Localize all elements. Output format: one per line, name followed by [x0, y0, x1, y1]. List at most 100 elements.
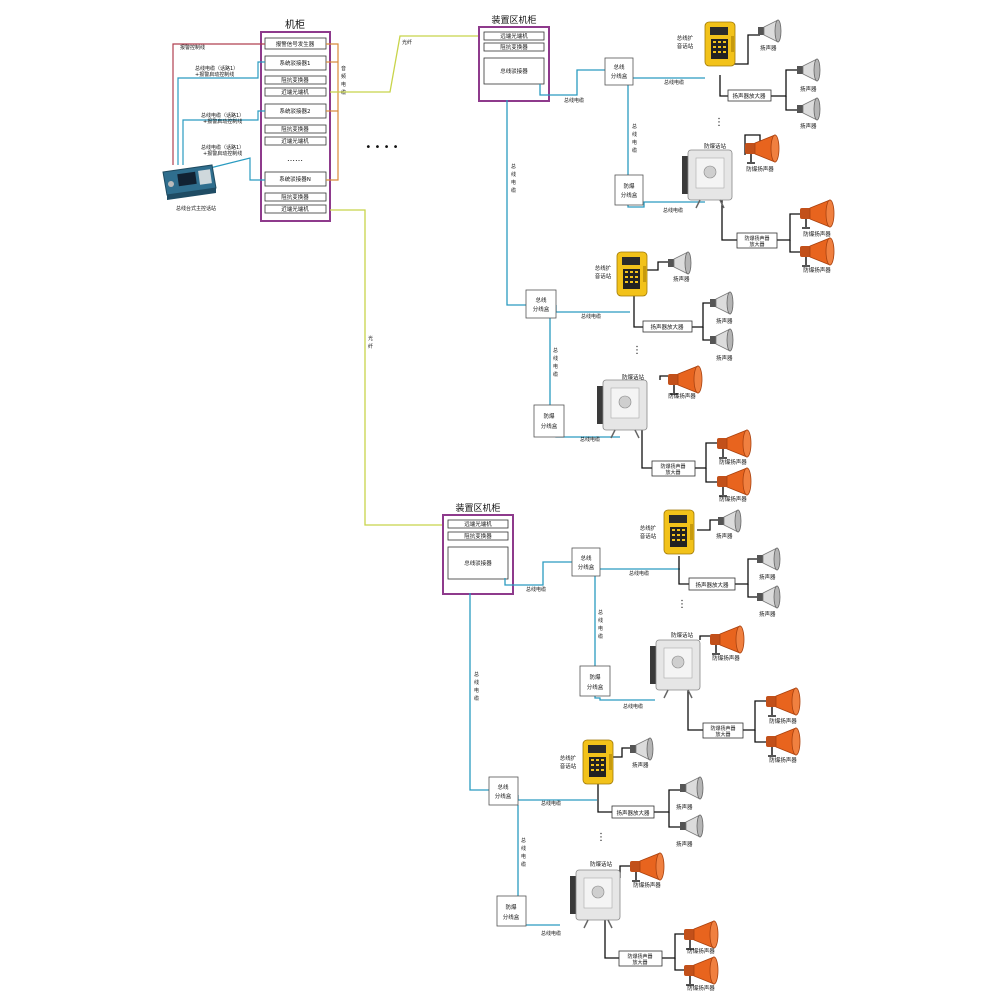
svg-text:总线: 总线: [580, 554, 592, 562]
ex-station-label: 防爆话站: [622, 373, 645, 381]
svg-text:装置区机柜: 装置区机柜: [455, 502, 500, 514]
svg-text:电: 电: [511, 179, 516, 186]
svg-text:装置区机柜: 装置区机柜: [491, 14, 536, 26]
ex-speaker-icon: [683, 920, 719, 950]
ex-amp: 防爆扬声器 放大器: [736, 232, 778, 249]
ex-amp: 防爆扬声器 放大器: [618, 950, 663, 967]
ex-station: [649, 639, 701, 699]
svg-text:缆: 缆: [632, 147, 637, 154]
speaker-label: 扬声器: [800, 122, 817, 130]
bus-pa-station: [582, 739, 614, 785]
speaker-icon: [796, 97, 821, 121]
svg-text:防爆: 防爆: [589, 673, 601, 681]
ex-speaker-label: 防爆扬声器: [687, 984, 715, 992]
svg-text:阻抗变换器: 阻抗变换器: [500, 43, 528, 51]
speaker-wires: [597, 34, 803, 971]
svg-text:总: 总: [598, 609, 603, 616]
bus-label-4: 总线电缆: [581, 313, 601, 320]
svg-text:总: 总: [632, 123, 637, 130]
svg-text:防爆: 防爆: [505, 903, 517, 911]
svg-text:远端光端机: 远端光端机: [500, 32, 528, 40]
console-bus2-line1: 总线电缆（话路1）: [201, 112, 244, 119]
ex-speaker-label: 防爆扬声器: [668, 392, 696, 400]
ex-speaker-icon: [629, 852, 665, 882]
bus-label-9: 总线电缆: [541, 800, 561, 807]
bus-pa-station-label: 总线扩: [560, 754, 577, 762]
speaker-icon: [679, 814, 704, 838]
ex-speaker-icon: [716, 467, 752, 497]
cabinet-ellipsis: ……: [287, 154, 303, 163]
cabinet-row-adapter-2: 系统驳接器2: [280, 107, 311, 115]
svg-text:分线盒: 分线盒: [587, 683, 604, 691]
svg-text:音话站: 音话站: [595, 272, 612, 280]
svg-text:分线盒: 分线盒: [621, 191, 638, 199]
console-lines: [172, 43, 265, 181]
console-device: [162, 164, 217, 200]
svg-text:电: 电: [598, 625, 603, 632]
svg-text:远端光端机: 远端光端机: [464, 520, 492, 528]
svg-text:电: 电: [632, 139, 637, 146]
svg-text:放大器: 放大器: [749, 241, 764, 248]
speaker-label: 扬声器: [800, 85, 817, 93]
bus-pa-station: [704, 21, 736, 67]
svg-text:缆: 缆: [598, 633, 603, 640]
svg-text:放大器: 放大器: [665, 469, 680, 476]
svg-text:线: 线: [632, 131, 637, 138]
ex-speaker-icon: [716, 429, 752, 459]
svg-text:线: 线: [553, 355, 558, 362]
speaker-icon: [667, 251, 692, 275]
svg-text:总: 总: [521, 837, 526, 844]
svg-text:防爆扬声器: 防爆扬声器: [710, 725, 735, 732]
ex-speaker-label: 防爆扬声器: [687, 947, 715, 955]
svg-text:缆: 缆: [521, 861, 526, 868]
speaker-label: 扬声器: [760, 44, 777, 52]
cabinet-row-optical-n: 近端光端机: [281, 205, 309, 213]
svg-text:分线盒: 分线盒: [533, 305, 550, 313]
ex-amp: 防爆扬声器 放大器: [702, 722, 744, 739]
speaker-icon: [709, 291, 734, 315]
svg-text:总线驳接器: 总线驳接器: [500, 67, 528, 75]
svg-text:线: 线: [521, 845, 526, 852]
cabinet-row-optical-2: 近端光端机: [281, 137, 309, 145]
ex-speaker-icon: [765, 727, 801, 757]
junction-box: 总线 分线盒: [488, 776, 519, 806]
speaker-amp: 扬声器放大器: [611, 805, 655, 819]
speaker-icon: [756, 547, 781, 571]
bus-pa-station-label: 总线扩: [640, 524, 657, 532]
cabinet-row-adapter-1: 系统驳接器1: [280, 59, 311, 67]
ex-speaker-label: 防爆扬声器: [633, 881, 661, 889]
speaker-label: 扬声器: [676, 840, 693, 848]
svg-text:分线盒: 分线盒: [541, 422, 558, 430]
svg-text:防爆: 防爆: [623, 182, 635, 190]
speaker-label: 扬声器: [716, 354, 733, 362]
ex-speaker-label: 防爆扬声器: [803, 230, 831, 238]
svg-text:防爆: 防爆: [543, 412, 555, 420]
speaker-label: 扬声器: [759, 610, 776, 618]
ex-station-label: 防爆话站: [590, 860, 613, 868]
speaker-icon: [796, 58, 821, 82]
svg-text:电: 电: [521, 853, 526, 860]
dots-icon: ⋮: [714, 117, 724, 128]
alarm-line-label: 报警控制线: [180, 44, 205, 51]
ex-speaker-label: 防爆扬声器: [769, 756, 797, 764]
bus-label-1: 总线电缆: [664, 79, 684, 86]
speaker-label: 扬声器: [759, 573, 776, 581]
fiber-label-v2: 纤: [368, 343, 373, 350]
svg-text:总线: 总线: [497, 783, 509, 791]
ex-station: [681, 149, 733, 209]
bus-label-8: 总线电缆: [623, 703, 643, 710]
dots-icon: ⋮: [596, 832, 606, 843]
ex-junction-box: 防爆 分线盒: [579, 665, 611, 697]
speaker-icon: [756, 585, 781, 609]
console-bus1-line1: 总线电缆（话路1）: [195, 65, 238, 72]
ex-speaker-label: 防爆扬声器: [719, 495, 747, 503]
speaker-label: 扬声器: [716, 532, 733, 540]
bus-label-3: 总线电缆: [663, 207, 683, 214]
svg-text:防爆扬声器: 防爆扬声器: [744, 235, 769, 242]
svg-text:音话站: 音话站: [640, 532, 657, 540]
cabinet-row-impedance-n: 阻抗变换器: [281, 193, 309, 201]
svg-text:放大器: 放大器: [715, 731, 730, 738]
console-label: 总线台式主控话站: [176, 205, 216, 212]
junction-box: 总线 分线盒: [604, 57, 634, 86]
ex-speaker-icon: [799, 199, 835, 229]
